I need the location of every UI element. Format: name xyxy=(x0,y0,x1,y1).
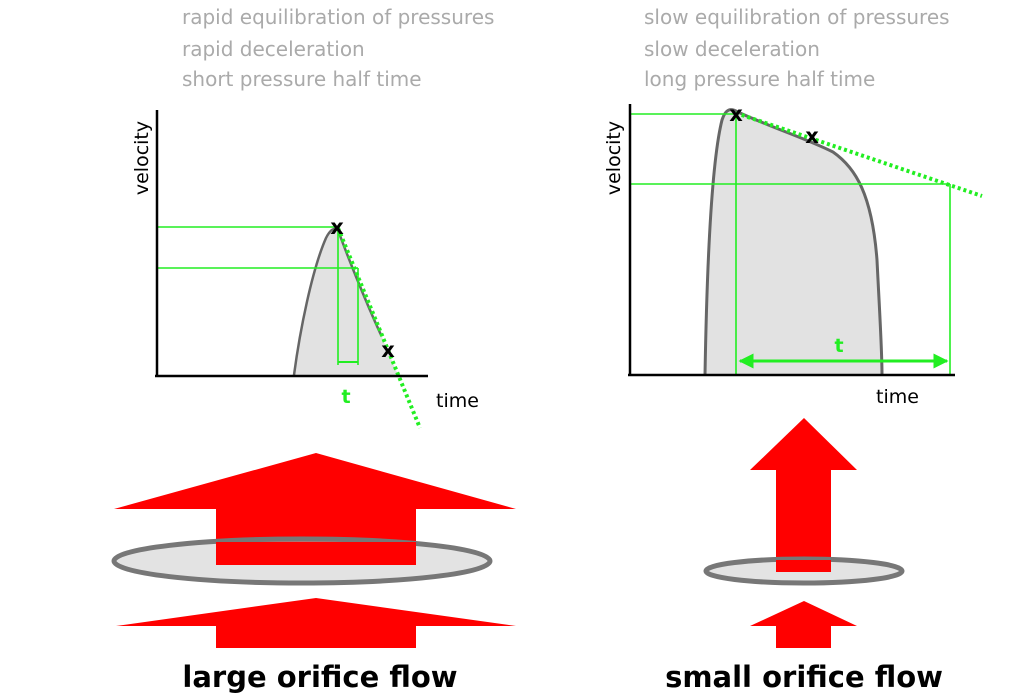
left-description-line-3: short pressure half time xyxy=(182,67,422,91)
left-upper-flow-arrow-top xyxy=(216,542,416,565)
right-peak-marker: x xyxy=(729,102,743,126)
left-description-line-1: rapid equilibration of pressures xyxy=(182,5,494,29)
left-peak-marker: x xyxy=(330,215,344,239)
right-y-axis-label: velocity xyxy=(603,121,625,195)
right-deceleration-slope xyxy=(735,111,983,198)
left-upper-flow-arrow xyxy=(114,453,516,565)
left-lower-flow-arrow xyxy=(116,598,516,648)
right-upper-flow-arrow xyxy=(750,418,857,572)
right-mid-marker: x xyxy=(805,124,819,148)
right-lower-flow-arrow xyxy=(750,601,857,648)
right-interval-label: t xyxy=(834,335,843,357)
left-deceleration-slope xyxy=(336,227,422,429)
left-caption: large orifice flow xyxy=(182,660,457,694)
left-description-line-2: rapid deceleration xyxy=(182,37,365,61)
right-upper-flow-arrow-top xyxy=(776,560,831,572)
right-velocity-envelope xyxy=(705,109,882,375)
right-description-line-1: slow equilibration of pressures xyxy=(644,5,950,29)
left-panel: rapid equilibration of pressures rapid d… xyxy=(111,5,516,694)
left-y-axis-label: velocity xyxy=(131,121,153,195)
left-velocity-envelope xyxy=(294,228,398,375)
right-panel: slow equilibration of pressures slow dec… xyxy=(603,5,983,694)
left-x-axis-label: time xyxy=(436,390,479,412)
right-description-line-3: long pressure half time xyxy=(644,67,875,91)
right-x-axis-label: time xyxy=(876,386,919,408)
left-end-marker: x xyxy=(381,338,395,362)
right-description-line-2: slow deceleration xyxy=(644,37,820,61)
left-interval-label: t xyxy=(341,386,350,408)
right-caption: small orifice flow xyxy=(665,660,943,694)
